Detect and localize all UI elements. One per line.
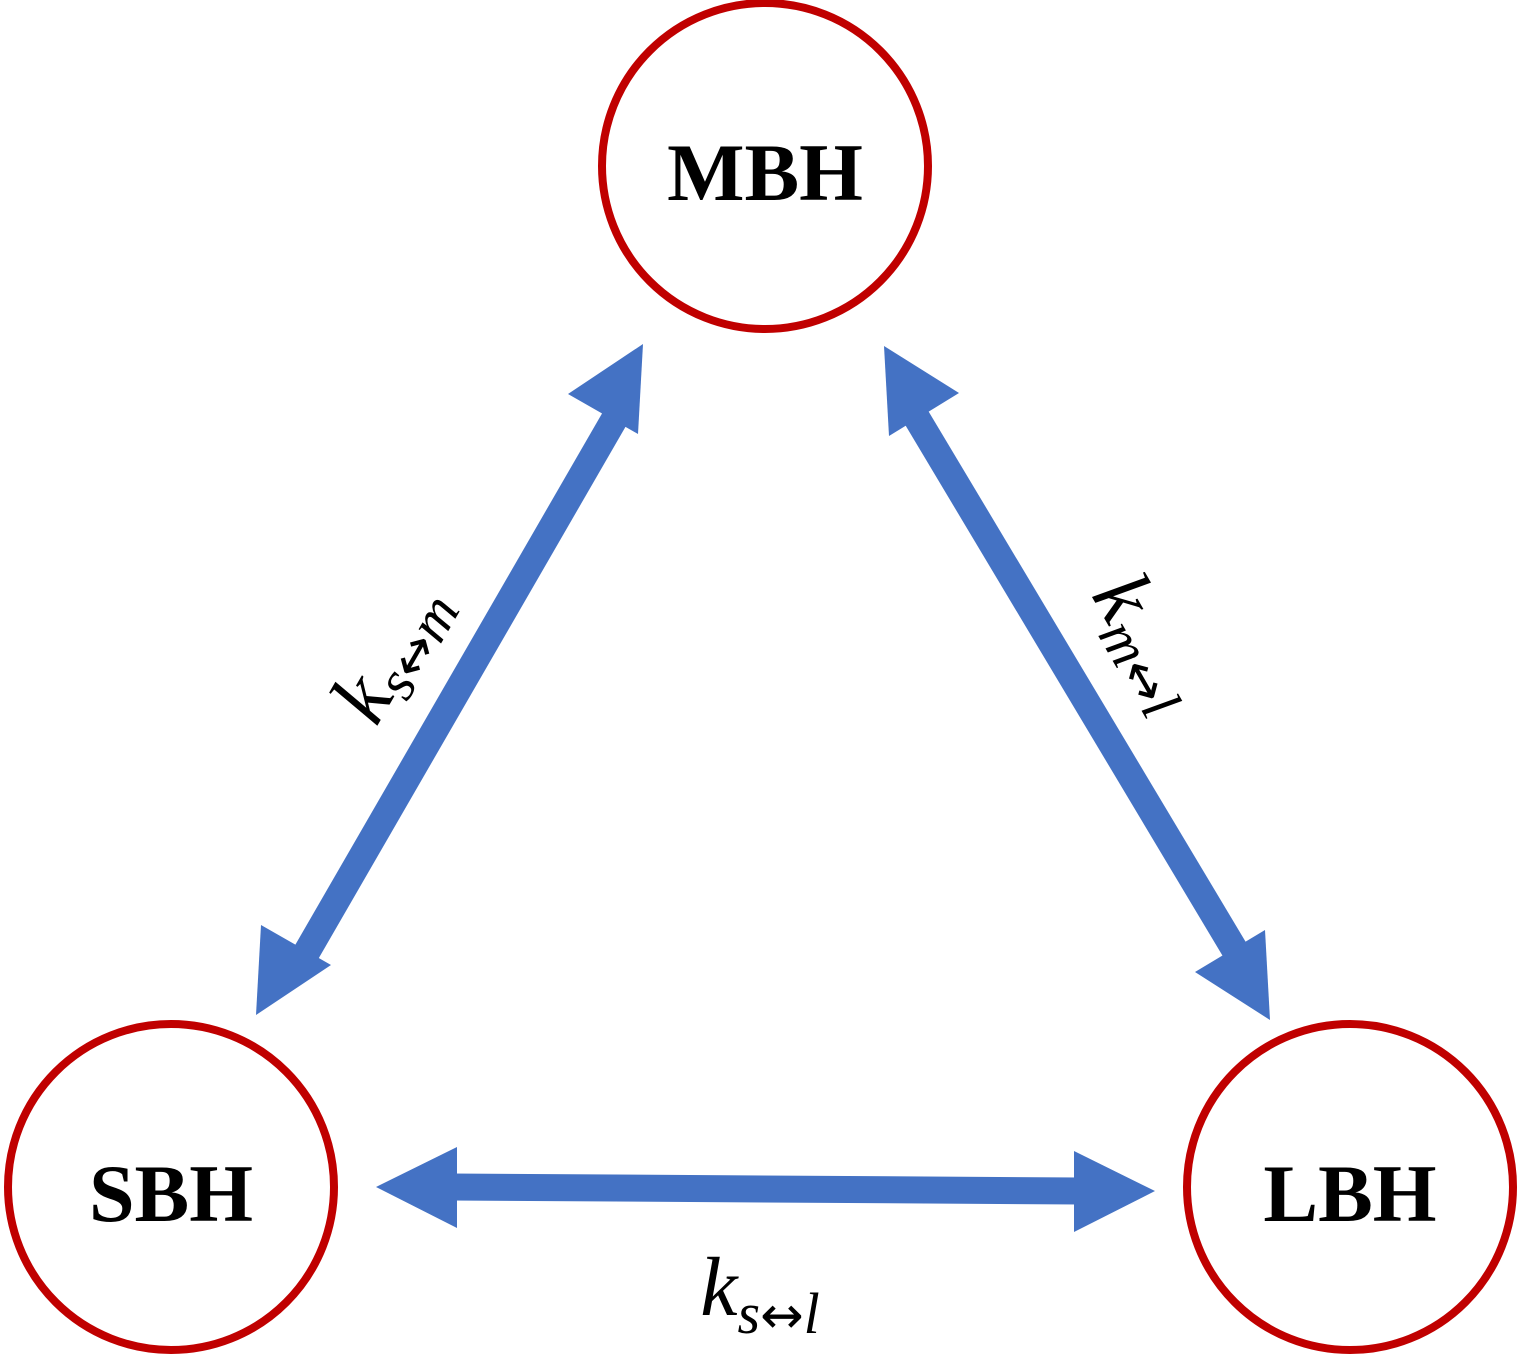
edge-sbh-mbh-head-top [568,344,643,434]
node-lbh-label: LBH [1263,1148,1436,1239]
node-mbh: MBH [598,0,932,333]
node-sbh-label: SBH [89,1148,253,1239]
node-mbh-circle [598,0,932,333]
node-lbh: LBH [1183,1020,1517,1354]
node-sbh: SBH [4,1020,338,1354]
edge-mbh-lbh-head-bottom [1195,930,1270,1020]
edge-sbh-lbh: ks↔l [376,1147,1155,1346]
edge-sbh-lbh-shaft [449,1173,1081,1205]
edge-sbh-mbh: ks↔m [256,344,643,1015]
edge-mbh-lbh-shaft [900,403,1254,969]
rate-s-l-arrow: ↔ [760,1286,804,1346]
rate-s-l-from: s [738,1281,761,1346]
node-mbh-label: MBH [667,127,863,218]
rate-s-l-label: ks↔l [700,1241,820,1346]
edge-mbh-lbh: km↔l [884,346,1270,1020]
edge-sbh-lbh-head-left [376,1147,457,1228]
edge-sbh-mbh-shaft [293,411,627,962]
rate-s-l-symbol: k [700,1241,739,1334]
node-sbh-circle [4,1020,338,1354]
edge-sbh-mbh-head-bottom [256,925,331,1015]
rate-s-l-to: l [804,1281,820,1346]
edge-sbh-lbh-head-right [1074,1151,1155,1232]
edge-mbh-lbh-head-top [884,346,959,436]
node-lbh-circle [1183,1020,1517,1354]
